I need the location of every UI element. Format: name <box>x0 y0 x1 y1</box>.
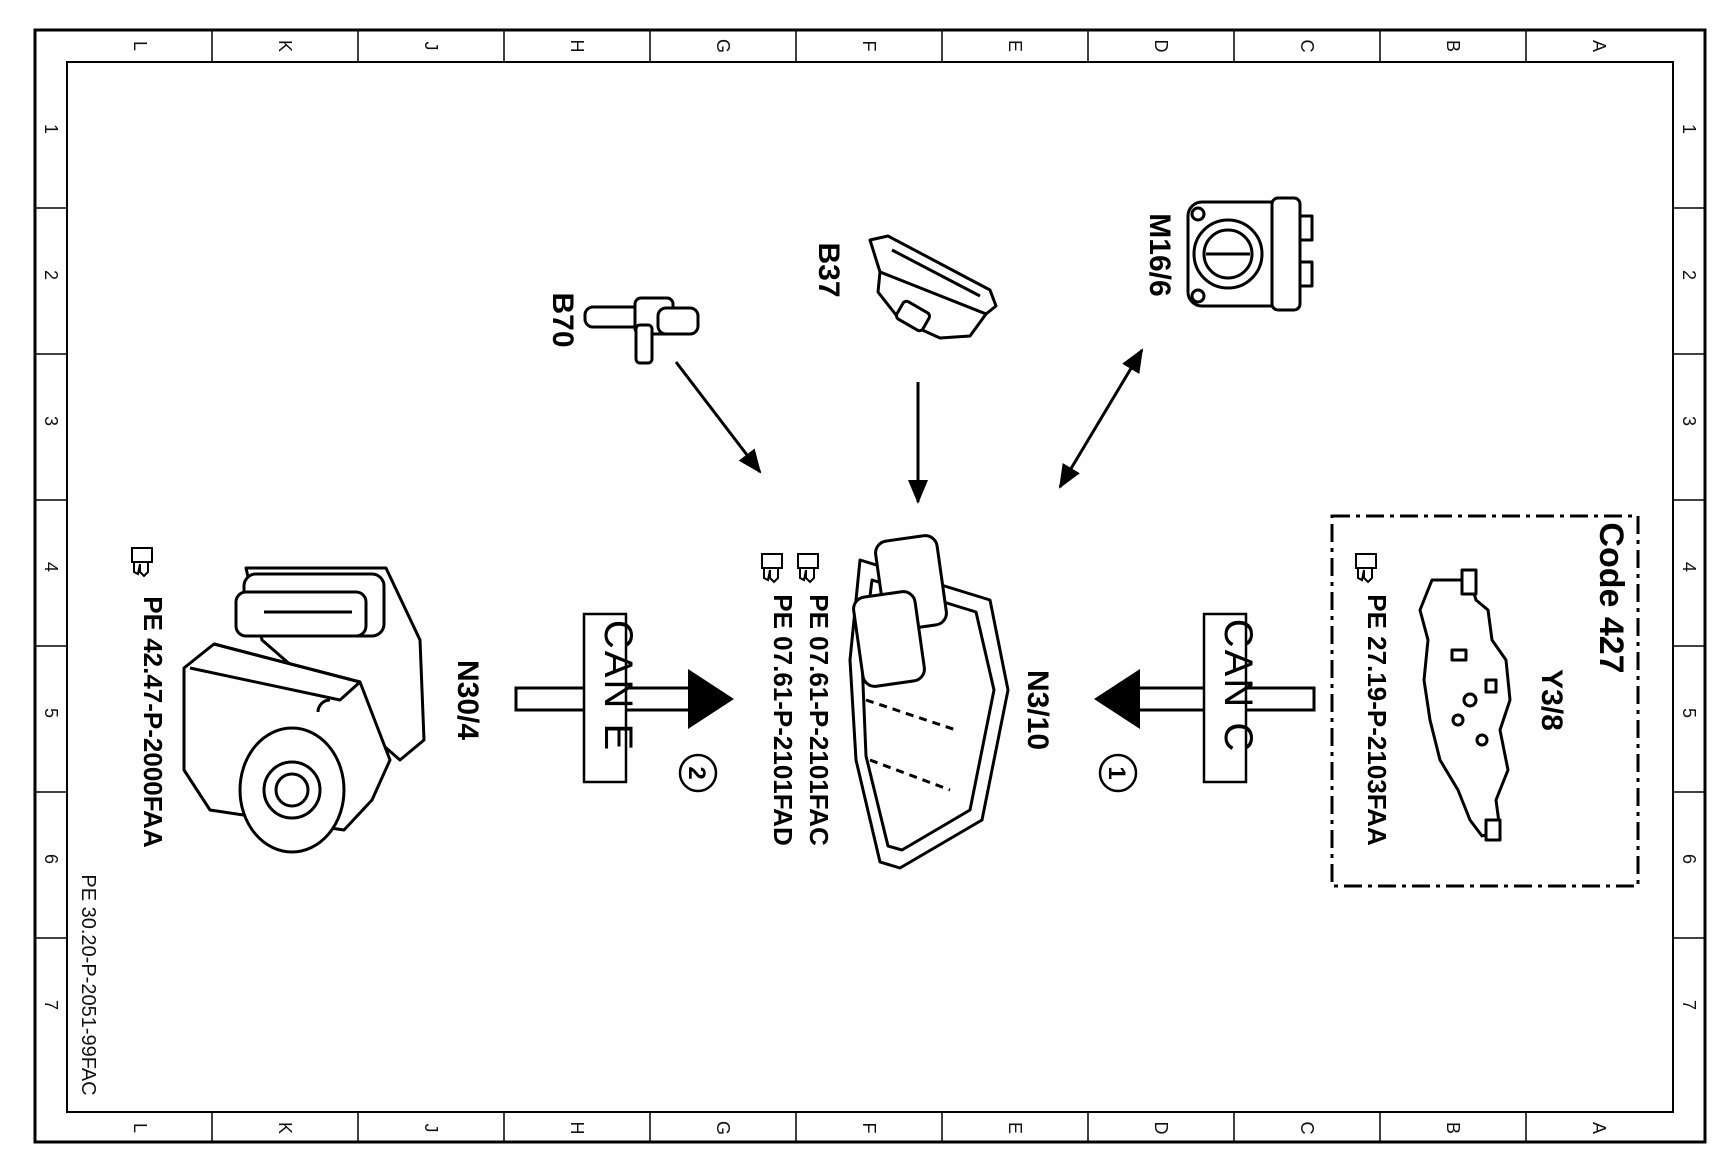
marker-2: 2 <box>683 766 710 779</box>
row-number: 6 <box>1679 854 1699 864</box>
can-c-label: CAN C <box>1216 619 1260 753</box>
col-letter: B <box>1443 1122 1463 1134</box>
row-number: 7 <box>41 1000 61 1010</box>
column-letters-bottom: L K J H G F E D C B A <box>130 1121 1609 1135</box>
col-letter: K <box>275 40 295 52</box>
row-number: 6 <box>41 854 61 864</box>
col-letter: L <box>130 1123 150 1133</box>
col-letter: C <box>1297 40 1317 53</box>
inner-frame <box>66 61 1674 1113</box>
can-e-label: CAN E <box>596 620 640 752</box>
n30-4-ref: PE 42.47-P-2000FAA <box>131 547 168 848</box>
row-number: 5 <box>41 708 61 718</box>
can-c-bus <box>1094 612 1316 784</box>
col-letter: A <box>1589 1122 1609 1134</box>
row-numbers-right: 1 2 3 4 5 6 7 <box>1679 124 1699 1010</box>
document-id: PE 30.20-P-2051-99FAC <box>77 874 99 1095</box>
row-number: 3 <box>41 416 61 426</box>
col-letter: K <box>275 1122 295 1134</box>
marker-1: 1 <box>1103 766 1130 779</box>
reference-icon <box>797 553 819 583</box>
row-number: 5 <box>1679 708 1699 718</box>
column-letters-top: L K J H G F E D C B A <box>130 39 1609 53</box>
n3-10-ref1-text: PE 07.61-P-2101FAC <box>804 594 834 846</box>
y3-8-label: Y3/8 <box>1535 669 1568 731</box>
reference-icon <box>761 553 783 583</box>
row-number: 7 <box>1679 1000 1699 1010</box>
m16-6-label: M16/6 <box>1143 213 1176 296</box>
y3-8-ref: PE 27.19-P-2103FAA <box>1355 553 1392 846</box>
row-ticks <box>35 207 1705 939</box>
m16-6-throttle-drawing <box>1186 196 1314 312</box>
m16-6-bidirectional-arrow <box>1058 348 1144 489</box>
reference-icon <box>1355 553 1377 583</box>
marker-1-circle <box>1098 753 1138 793</box>
b70-label: B70 <box>546 292 579 347</box>
col-letter: C <box>1297 1122 1317 1135</box>
y3-8-ref-text: PE 27.19-P-2103FAA <box>1362 594 1392 846</box>
row-number: 4 <box>41 562 61 572</box>
b70-sensor-drawing <box>583 296 700 365</box>
marker-2-circle <box>678 753 718 793</box>
row-number: 2 <box>1679 270 1699 280</box>
col-letter: D <box>1151 1122 1171 1135</box>
row-numbers-left: 1 2 3 4 5 6 7 <box>41 124 61 1010</box>
n3-10-ecu-drawing <box>848 534 1010 870</box>
n3-10-label: N3/10 <box>1021 670 1054 750</box>
col-letter: H <box>567 40 587 53</box>
col-letter: F <box>859 41 879 52</box>
col-letter: L <box>130 41 150 51</box>
row-number: 1 <box>1679 124 1699 134</box>
reference-icon <box>131 547 153 577</box>
b70-signal-arrow <box>674 361 762 474</box>
b37-sensor-drawing <box>868 234 998 340</box>
n30-4-label: N30/4 <box>451 660 484 740</box>
n30-4-ref-text: PE 42.47-P-2000FAA <box>138 596 168 848</box>
can-e-bus <box>514 612 734 784</box>
col-letter: J <box>421 1124 441 1133</box>
code-427-option-box <box>1330 514 1640 888</box>
col-letter: B <box>1443 40 1463 52</box>
code-427-label: Code 427 <box>1592 522 1630 673</box>
col-letter: F <box>859 1123 879 1134</box>
col-letter: G <box>713 1121 733 1135</box>
n3-10-ref2-text: PE 07.61-P-2101FAD <box>768 594 798 845</box>
n30-4-esp-unit-drawing <box>182 566 426 854</box>
outer-frame <box>33 28 1707 1144</box>
row-number: 2 <box>41 270 61 280</box>
col-letter: E <box>1005 40 1025 52</box>
row-number: 4 <box>1679 562 1699 572</box>
col-letter: E <box>1005 1122 1025 1134</box>
n3-10-ref1: PE 07.61-P-2101FAC <box>797 553 834 846</box>
col-letter: H <box>567 1122 587 1135</box>
col-letter: J <box>421 42 441 51</box>
row-number: 1 <box>41 124 61 134</box>
column-ticks <box>211 30 1527 1142</box>
col-letter: A <box>1589 40 1609 52</box>
col-letter: G <box>713 39 733 53</box>
y3-8-valve-body-drawing <box>1418 568 1512 842</box>
n3-10-ref2: PE 07.61-P-2101FAD <box>761 553 798 846</box>
col-letter: D <box>1151 40 1171 53</box>
b37-label: B37 <box>812 242 845 297</box>
row-number: 3 <box>1679 416 1699 426</box>
